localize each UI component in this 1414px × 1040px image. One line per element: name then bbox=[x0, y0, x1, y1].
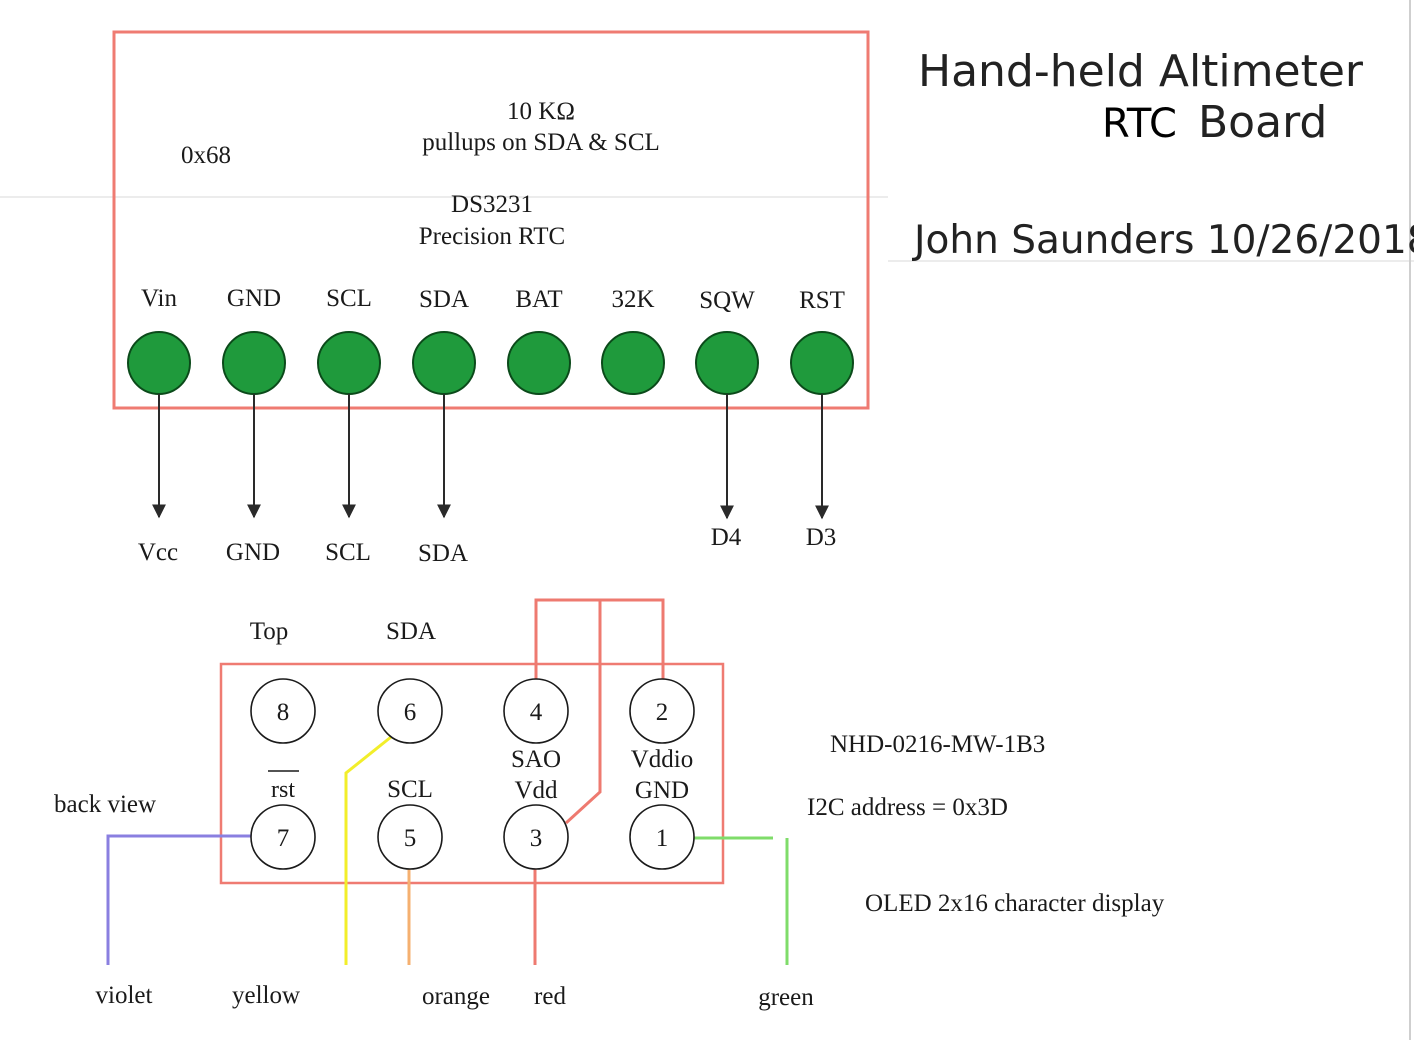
rtc-pin-32k bbox=[601, 331, 665, 395]
wire-label-green: green bbox=[758, 984, 814, 1011]
oled-i2c-address: I2C address = 0x3D bbox=[807, 794, 1008, 821]
pullup-value: 10 KΩ bbox=[507, 98, 575, 125]
oled-pin-number: 8 bbox=[277, 699, 290, 726]
yellow-wire bbox=[344, 731, 397, 965]
oled-sda-label: SDA bbox=[386, 618, 436, 645]
oled-pin-number: 4 bbox=[530, 699, 543, 726]
title-line1: Hand-held Altimeter bbox=[918, 46, 1364, 97]
pin-label-vdd: Vdd bbox=[514, 777, 558, 804]
rtc-target-vin: Vcc bbox=[138, 539, 178, 566]
oled-connector-outline bbox=[219, 662, 725, 885]
chip-name: DS3231 bbox=[451, 191, 533, 218]
rtc-pin-label-sda: SDA bbox=[419, 286, 469, 313]
wire-label-orange: orange bbox=[422, 983, 490, 1010]
wire-label-violet: violet bbox=[96, 982, 153, 1009]
rtc-pin-gnd bbox=[222, 331, 286, 395]
pin-label-rst: rst bbox=[271, 777, 295, 803]
rtc-pin-label-rst: RST bbox=[799, 287, 845, 314]
rtc-pin-label-sqw: SQW bbox=[699, 287, 755, 314]
pin-label-gnd: GND bbox=[635, 777, 689, 804]
rtc-pin-sda bbox=[412, 331, 476, 395]
rtc-pin-bat bbox=[507, 331, 571, 395]
oled-pin-2 bbox=[629, 678, 695, 744]
oled-pin-6 bbox=[377, 678, 443, 744]
pin-label-scl: SCL bbox=[387, 776, 433, 803]
violet-wire bbox=[106, 834, 251, 965]
author-date: John Saunders 10/26/2018 bbox=[911, 218, 1414, 263]
oled-pin-number: 6 bbox=[404, 699, 417, 726]
oled-pin-3 bbox=[503, 804, 569, 870]
rtc-target-scl: SCL bbox=[325, 539, 371, 566]
oled-pin-number: 2 bbox=[656, 699, 669, 726]
oled-pin-1 bbox=[629, 804, 695, 870]
rtc-board-outline bbox=[112, 30, 870, 410]
rtc-pin-sqw bbox=[695, 331, 759, 395]
chip-description: Precision RTC bbox=[419, 223, 565, 250]
rtc-target-gnd: GND bbox=[226, 539, 280, 566]
rtc-pin-scl bbox=[317, 331, 381, 395]
pin-label-sao: SAO bbox=[511, 746, 561, 773]
red-jumper-wire-vdd bbox=[564, 600, 602, 825]
rtc-pin-rst bbox=[790, 331, 854, 395]
rtc-pin-label-vin: Vin bbox=[141, 285, 177, 312]
wire-label-yellow: yellow bbox=[232, 982, 300, 1009]
pin-label-vddio: Vddio bbox=[631, 746, 694, 773]
title-board: Board bbox=[1198, 97, 1327, 148]
rtc-pin-label-gnd: GND bbox=[227, 285, 281, 312]
rtc-target-rst: D3 bbox=[806, 524, 837, 551]
back-view-label: back view bbox=[54, 791, 156, 818]
rtc-target-sda: SDA bbox=[418, 540, 468, 567]
rtc-pin-label-bat: BAT bbox=[515, 286, 562, 313]
rtc-pin-label-scl: SCL bbox=[326, 285, 372, 312]
oled-pin-4 bbox=[503, 678, 569, 744]
pullup-note: pullups on SDA & SCL bbox=[422, 129, 660, 156]
oled-pin-number: 3 bbox=[530, 825, 543, 852]
rtc-pin-vin bbox=[127, 331, 191, 395]
wire-label-red: red bbox=[534, 983, 566, 1010]
oled-model: NHD-0216-MW-1B3 bbox=[830, 731, 1045, 758]
oled-pin-8 bbox=[250, 678, 316, 744]
oled-top-label: Top bbox=[250, 618, 289, 645]
oled-pin-grid: 8 6 4 2 7 5 3 1 bbox=[250, 678, 695, 870]
oled-pin-7 bbox=[250, 804, 316, 870]
oled-description: OLED 2x16 character display bbox=[865, 890, 1165, 917]
oled-pin-number: 5 bbox=[404, 825, 417, 852]
oled-pin-number: 7 bbox=[277, 825, 290, 852]
rtc-target-sqw: D4 bbox=[711, 524, 742, 551]
rtc-address: 0x68 bbox=[181, 142, 231, 169]
rtc-pin-label-32k: 32K bbox=[611, 286, 654, 313]
oled-pin-5 bbox=[377, 804, 443, 870]
oled-pin-number: 1 bbox=[656, 825, 669, 852]
title-rtc: RTC bbox=[1102, 101, 1177, 147]
